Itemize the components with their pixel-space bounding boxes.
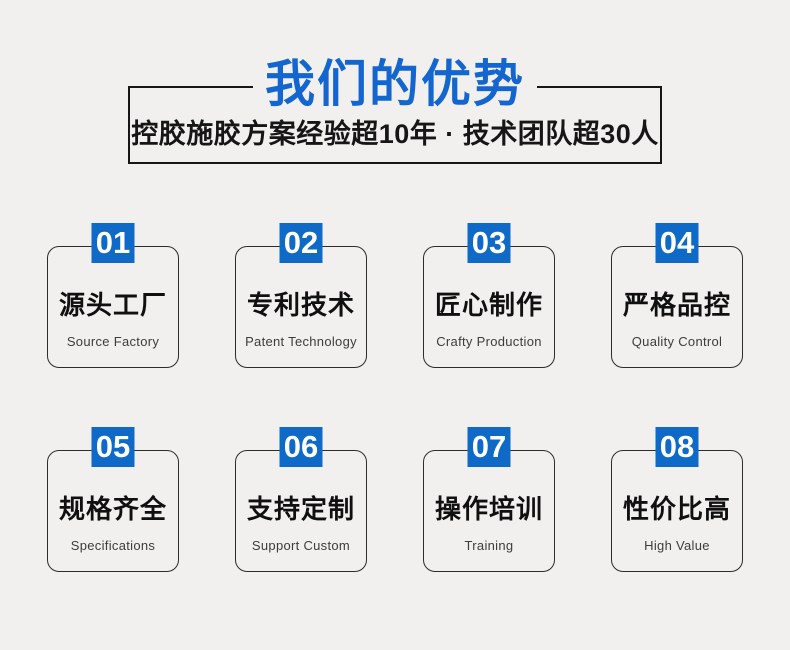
card-number-badge: 01: [91, 223, 135, 263]
advantage-card: 07 操作培训 Training: [423, 427, 555, 572]
card-title-cn: 支持定制: [246, 495, 355, 524]
card-subtitle-en: High Value: [644, 538, 710, 553]
advantage-card: 06 支持定制 Support Custom: [235, 427, 367, 572]
card-body: 专利技术 Patent Technology: [235, 246, 367, 368]
card-title-cn: 严格品控: [622, 291, 731, 320]
card-number-badge: 06: [279, 427, 323, 467]
card-number-badge: 08: [655, 427, 699, 467]
card-title-cn: 规格齐全: [58, 495, 167, 524]
card-number-badge: 02: [279, 223, 323, 263]
card-number-badge: 07: [467, 427, 511, 467]
card-number-badge: 04: [655, 223, 699, 263]
advantage-card: 01 源头工厂 Source Factory: [47, 223, 179, 368]
card-subtitle-en: Crafty Production: [436, 334, 542, 349]
card-body: 规格齐全 Specifications: [47, 450, 179, 572]
card-body: 匠心制作 Crafty Production: [423, 246, 555, 368]
advantage-card: 08 性价比高 High Value: [611, 427, 743, 572]
advantage-card: 04 严格品控 Quality Control: [611, 223, 743, 368]
page-title: 我们的优势: [253, 59, 537, 109]
advantage-card: 03 匠心制作 Crafty Production: [423, 223, 555, 368]
card-number-badge: 03: [467, 223, 511, 263]
advantage-card: 05 规格齐全 Specifications: [47, 427, 179, 572]
card-number-badge: 05: [91, 427, 135, 467]
card-subtitle-en: Support Custom: [251, 538, 351, 553]
card-title-cn: 专利技术: [246, 291, 355, 320]
card-title-cn: 匠心制作: [434, 291, 543, 320]
card-body: 支持定制 Support Custom: [235, 450, 367, 572]
card-subtitle-en: Training: [464, 538, 514, 553]
advantage-cards-grid: 01 源头工厂 Source Factory 02 专利技术 Patent Te…: [47, 223, 743, 572]
card-body: 源头工厂 Source Factory: [47, 246, 179, 368]
header-subtitle: 控胶施胶方案经验超10年 · 技术团队超30人: [131, 118, 659, 149]
card-body: 操作培训 Training: [423, 450, 555, 572]
card-body: 严格品控 Quality Control: [611, 246, 743, 368]
card-subtitle-en: Patent Technology: [245, 334, 357, 349]
advantage-card: 02 专利技术 Patent Technology: [235, 223, 367, 368]
card-subtitle-en: Source Factory: [66, 334, 160, 349]
card-subtitle-en: Specifications: [70, 538, 156, 553]
card-body: 性价比高 High Value: [611, 450, 743, 572]
card-subtitle-en: Quality Control: [631, 334, 723, 349]
card-title-cn: 源头工厂: [58, 291, 167, 320]
card-title-cn: 性价比高: [622, 495, 731, 524]
card-title-cn: 操作培训: [434, 495, 543, 524]
